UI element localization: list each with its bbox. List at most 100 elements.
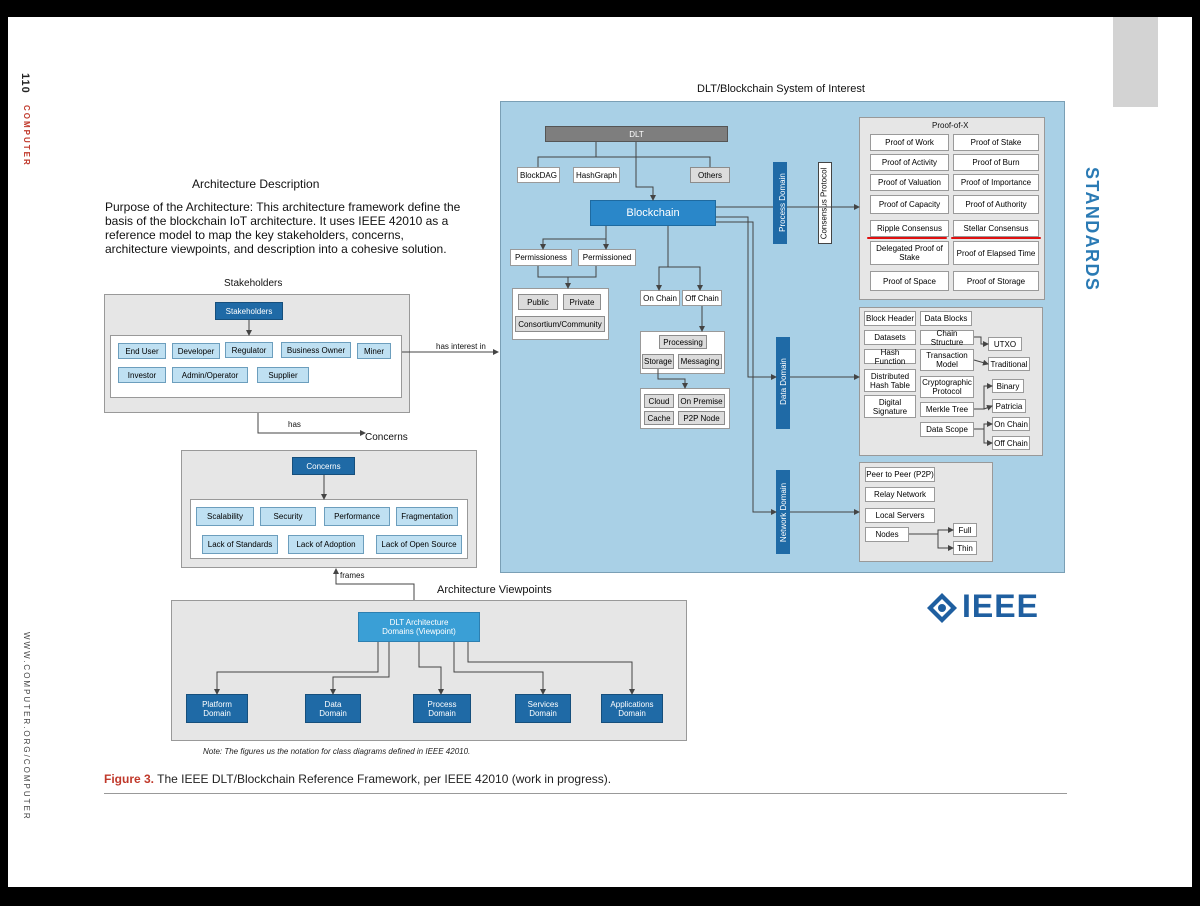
stakeholders-box: Stakeholders [215,302,283,320]
distributed-hash-table: Distributed Hash Table [864,369,916,392]
figure-text: The IEEE DLT/Blockchain Reference Framew… [154,772,612,786]
viewpoint-process-line [418,642,444,695]
frames-label: frames [340,571,365,580]
network-domain-bar: Network Domain [776,470,790,554]
concerns-label: Concerns [365,432,408,443]
tx-traditional-line [973,359,989,366]
blockchain-data-line [716,216,777,380]
processing-box: Processing [659,335,707,349]
viewpoint-box: DLT Architecture Domains (Viewpoint) [358,612,480,642]
figure-label: Figure 3. [104,772,155,786]
stakeholder-regulator: Regulator [225,342,273,358]
proof-of-importance: Proof of Importance [953,174,1039,191]
messaging-box: Messaging [678,354,722,369]
process-domain-box: Process Domain [413,694,471,723]
process-domain-bar: Process Domain [773,162,787,244]
data-domain-bar: Data Domain [776,337,790,429]
data-blocks: Data Blocks [920,311,972,326]
has-interest-in-label: has interest in [436,342,486,351]
merkle-binary-line [974,383,993,410]
ieee-diamond-icon [927,593,957,623]
architecture-purpose: Purpose of the Architecture: This archit… [105,200,461,256]
cloud-box: Cloud [644,394,674,408]
datasets: Datasets [864,330,916,345]
merkle-patricia-line [983,404,993,411]
nodes-thin-line [937,534,954,551]
blockchain-permission-line [540,226,607,250]
page: 110 COMPUTER WWW.COMPUTER.ORG/COMPUTER S… [8,17,1192,887]
proof-of-storage: Proof of Storage [953,271,1039,291]
proof-of-capacity: Proof of Capacity [870,195,949,214]
scope-offchain-line [983,429,993,446]
dlt-root-box: DLT [545,126,728,142]
notation-note: Note: The figures us the notation for cl… [203,747,471,756]
viewpoint-platform-line [214,642,379,695]
stellar-underline [951,237,1041,239]
stakeholder-business-owner: Business Owner [281,342,351,358]
proof-of-activity: Proof of Activity [870,154,949,171]
frames-line [333,568,415,600]
dlt-title: DLT/Blockchain System of Interest [697,83,865,95]
services-domain-box: Services Domain [515,694,571,723]
viewpoint-applications-line [467,642,635,695]
proof-title: Proof-of-X [932,121,969,130]
concerns-box: Concerns [292,457,355,475]
public-box: Public [518,294,558,310]
stellar-consensus: Stellar Consensus [953,220,1039,237]
concern-lack-of-standards: Lack of Standards [202,535,278,554]
proof-of-stake: Proof of Stake [953,134,1039,151]
scope-onchain-line [974,421,993,430]
ieee-logo: IEEE [926,588,1066,626]
concern-security: Security [260,507,316,526]
platform-domain-box: Platform Domain [186,694,248,723]
section-tab [1113,17,1158,107]
concern-lack-of-open-source: Lack of Open Source [376,535,462,554]
chain-structure: Chain Structure [920,329,974,347]
blockdag-box: BlockDAG [517,167,560,183]
relay-network: Relay Network [865,487,935,502]
private-box: Private [563,294,601,310]
blockchain-offchain-line [668,266,703,291]
has-label: has [288,420,301,429]
figure-caption: Figure 3. The IEEE DLT/Blockchain Refere… [104,772,611,786]
blockchain-chain-line [656,226,669,291]
proof-of-work: Proof of Work [870,134,949,151]
viewpoint-data-line [330,642,390,695]
transaction-model: Transaction Model [920,349,974,371]
connectors [214,142,993,695]
cache-box: Cache [644,411,674,425]
concern-scalability: Scalability [196,507,254,526]
traditional: Traditional [988,357,1030,371]
stakeholder-admin-operator: Admin/Operator [172,367,248,383]
architecture-heading: Architecture Description [192,177,320,191]
concern-lack-of-adoption: Lack of Adoption [288,535,364,554]
proof-of-authority: Proof of Authority [953,195,1039,214]
on-premise-box: On Premise [678,394,725,408]
ripple-consensus: Ripple Consensus [870,220,949,237]
proof-of-burn: Proof of Burn [953,154,1039,171]
blockchain-network-line [716,221,777,515]
stakeholder-supplier: Supplier [257,367,309,383]
offchain-storage-line [657,369,688,389]
concern-performance: Performance [324,507,390,526]
digital-signature: Digital Signature [864,395,916,418]
viewpoints-label: Architecture Viewpoints [437,584,552,596]
proof-of-valuation: Proof of Valuation [870,174,949,191]
hashgraph-box: HashGraph [573,167,620,183]
others-box: Others [690,167,730,183]
has-line [257,413,366,436]
nodes-full-line [909,527,954,535]
stakeholder-end-user: End User [118,343,166,359]
block-header: Block Header [864,311,916,326]
hash-function: Hash Function [864,348,916,366]
stakeholder-developer: Developer [172,343,220,359]
merkle-tree: Merkle Tree [920,402,974,417]
p2p-node-box: P2P Node [678,411,725,425]
stakeholder-investor: Investor [118,367,166,383]
proof-of-elapsed-time: Proof of Elapsed Time [953,241,1039,265]
ripple-underline [867,237,947,239]
concern-fragmentation: Fragmentation [396,507,458,526]
dlt-to-blockchain-line [635,142,656,201]
peer-to-peer: Peer to Peer (P2P) [865,467,935,482]
chain-utxo-line [974,336,989,347]
